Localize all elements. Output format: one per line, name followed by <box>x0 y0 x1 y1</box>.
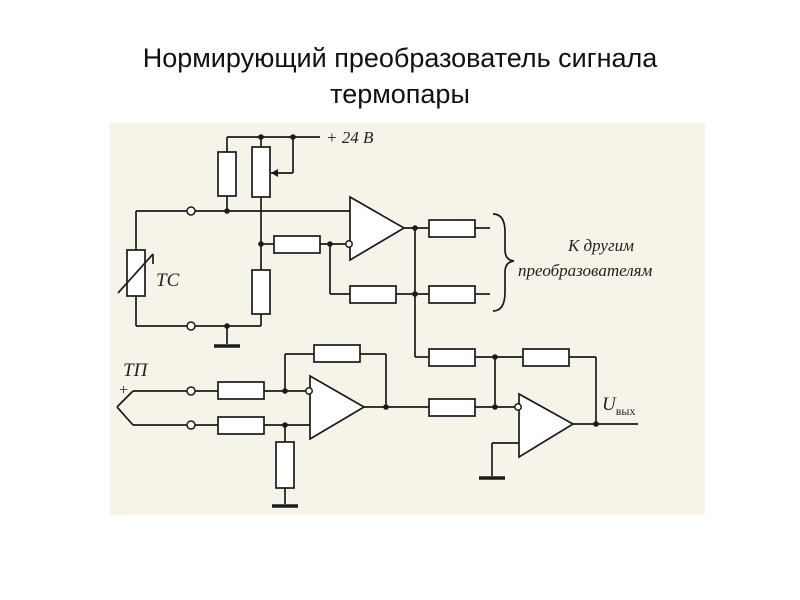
circuit-diagram: + 24 В ТС К другим <box>116 128 653 508</box>
thermocouple-plus: + <box>118 382 129 399</box>
thermistor-branch <box>117 206 350 348</box>
output-label: Uвых <box>602 394 635 418</box>
title-line-1: Нормирующий преобразователь сигнала <box>142 43 658 73</box>
thermocouple-label: ТП <box>123 360 149 381</box>
slide-title: Нормирующий преобразователь сигнала терм… <box>60 40 740 112</box>
opamp-2 <box>309 374 366 441</box>
summing-resistor-2 <box>428 398 476 417</box>
bridge-resistor-bottom <box>251 269 271 315</box>
thermistor-label: ТС <box>156 270 180 291</box>
output-resistor-2 <box>428 285 476 304</box>
supply-label: + 24 В <box>326 128 374 147</box>
supply-rail <box>226 134 320 177</box>
opamp-1 <box>349 195 406 262</box>
tc-input-resistor-2 <box>217 416 265 435</box>
output-resistor-1 <box>428 219 476 238</box>
other-converters-line2: преобразователям <box>518 261 653 280</box>
output-label-main: U <box>602 394 617 415</box>
feedback-resistor-1 <box>349 285 397 304</box>
bridge-resistor-left <box>217 151 237 197</box>
tc-input-resistor-1 <box>217 381 265 400</box>
other-converters-line1: К другим <box>567 236 634 255</box>
thermocouple-input <box>116 386 218 430</box>
tc-ground-resistor <box>275 441 295 489</box>
title-line-2: термопары <box>330 79 470 109</box>
bridge-potentiometer <box>251 146 271 198</box>
opamp-3 <box>518 392 575 459</box>
feedback-resistor-2 <box>313 344 361 363</box>
output-label-sub: вых <box>616 404 636 418</box>
input-resistor <box>273 235 321 254</box>
circuit-figure: + 24 В ТС К другим <box>110 123 705 515</box>
feedback-resistor-3 <box>522 348 570 367</box>
other-converters-brace <box>492 213 515 312</box>
summing-resistor-1 <box>428 348 476 367</box>
